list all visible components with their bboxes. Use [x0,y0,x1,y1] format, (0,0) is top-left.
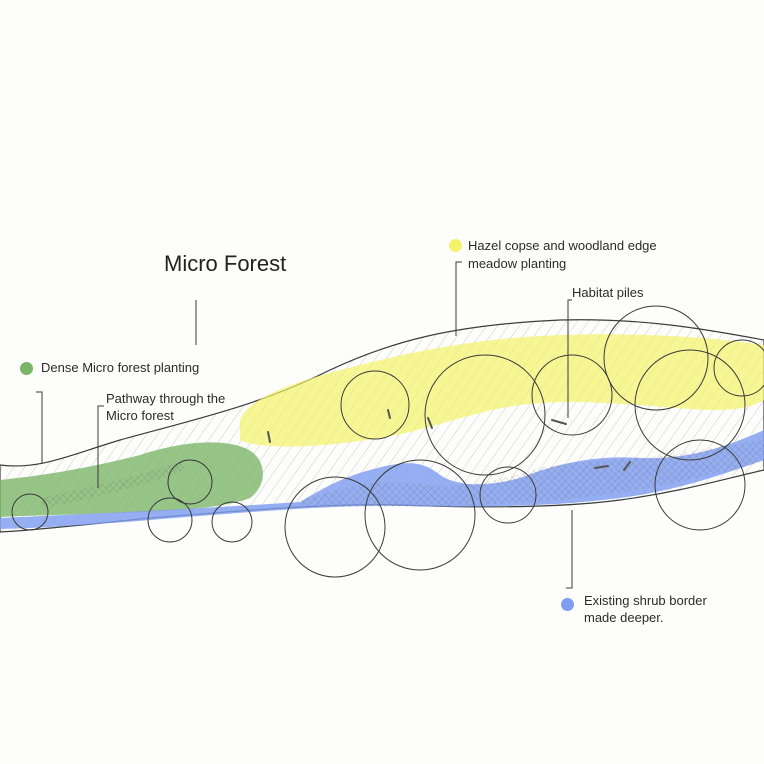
tree-canopy [11,493,49,531]
tree-canopy [654,439,746,531]
habitat-pile [387,409,391,419]
tree-canopy [340,370,410,440]
shrub-border-dot [561,598,574,611]
tree-canopy [531,354,613,436]
tree-canopy [479,466,537,524]
habitat-label: Habitat piles [572,285,644,300]
tree-canopy [634,349,746,461]
hazel-label-line2: meadow planting [468,256,567,271]
habitat-piles [267,409,631,471]
tree-canopy [284,476,386,578]
habitat-pile [267,431,271,443]
tree-canopy [603,305,709,411]
tree-canopy [211,501,253,543]
dense-planting-dot [20,362,33,375]
pathway-label-line2: Micro forest [106,408,174,423]
shrub-border-zone [0,430,764,529]
leader-line-pathway [97,405,104,488]
habitat-pile [427,417,433,429]
dense-planting-label: Dense Micro forest planting [41,360,200,375]
leader-line-habitat [567,299,572,418]
hazel-label-line1: Hazel copse and woodland edge [468,238,657,253]
hazel-copse-dot [449,239,462,252]
tree-canopy [364,459,476,571]
hazel-copse-zone [240,334,764,447]
tree-canopy [147,497,193,543]
pathway-label-line1: Pathway through the [106,391,226,406]
shrub-label-line2: made deeper. [584,610,664,625]
habitat-pile [551,419,567,425]
shrub-label-line1: Existing shrub border [584,593,707,608]
habitat-pile [623,461,631,471]
leader-line-shrub [566,510,573,589]
pathway-crosshatch [40,462,186,508]
shrub-crosshatch [300,440,764,507]
tree-canopy [713,339,764,397]
leader-line-dense [36,391,43,463]
tree-canopy [167,459,213,505]
tree-canopies [11,305,764,578]
page-title: Micro Forest [164,251,287,276]
tree-canopy [424,354,546,476]
habitat-pile [594,465,609,469]
leader-line-hazel [455,261,462,336]
